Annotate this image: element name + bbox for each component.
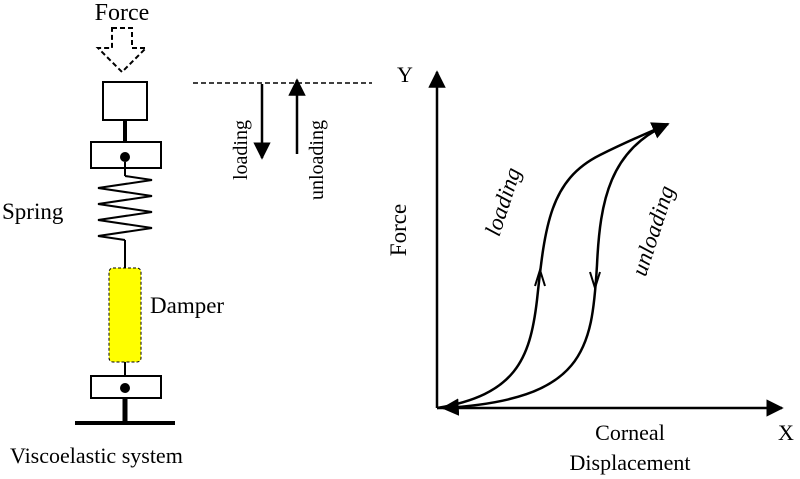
corneal-label: Corneal — [595, 420, 665, 445]
system-label: Viscoelastic system — [10, 443, 183, 468]
loading-curve-label: loading — [480, 164, 525, 239]
upper-pivot-icon — [120, 152, 130, 162]
unloading-small-label: unloading — [306, 120, 328, 200]
spring-label: Spring — [2, 199, 64, 224]
force-arrow-icon — [95, 27, 149, 74]
spring-icon — [97, 175, 153, 241]
displacement-label: Displacement — [570, 450, 691, 475]
force-top-label: Force — [95, 0, 150, 26]
unloading-direction-icon — [589, 271, 601, 292]
x-axis-letter: X — [778, 420, 794, 445]
loading-small-label: loading — [230, 120, 252, 180]
unloading-curve-label: unloading — [627, 182, 680, 278]
damper-label: Damper — [150, 293, 224, 318]
mass-block — [102, 81, 148, 121]
y-axis-letter: Y — [397, 62, 413, 87]
lower-pivot-icon — [120, 383, 130, 393]
damper-icon — [108, 267, 142, 363]
force-axis-label: Force — [386, 204, 411, 256]
unloading-curve — [441, 122, 669, 416]
loading-curve — [436, 122, 670, 410]
loading-direction-icon — [534, 266, 546, 287]
